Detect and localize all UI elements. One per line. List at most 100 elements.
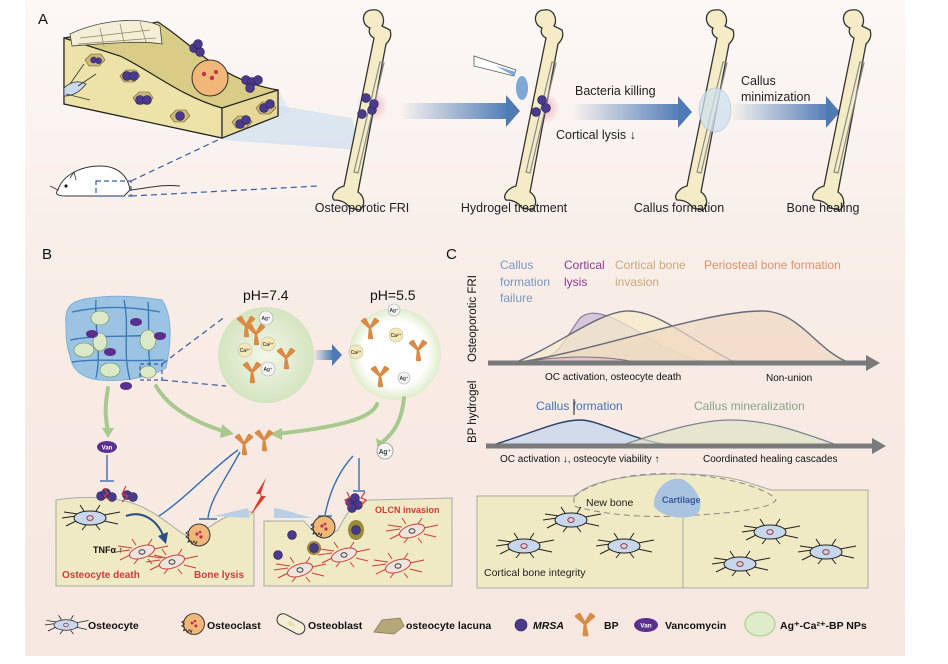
stage-label-hydrogel-treatment: Hydrogel treatment — [461, 201, 568, 215]
bone-tissue-block — [63, 20, 360, 150]
pipette-icon — [473, 55, 528, 100]
ion-ca-4: Ca²⁺ — [348, 344, 364, 360]
callus-minimization-line1: Callus — [741, 74, 776, 88]
ion-ca-1: Ca²⁺ — [237, 342, 253, 358]
cartilage-label: Cartilage — [662, 495, 701, 505]
legend-label-osteoclast: Osteoclast — [207, 620, 261, 632]
legend-item-bp: BP — [574, 612, 619, 637]
osteocyte-lacuna-icon — [373, 617, 405, 635]
phase-label-cortical-invasion-1: Cortical bone — [615, 258, 686, 272]
ion-ca-3: Ca²⁺ — [388, 327, 404, 343]
row2-curves — [489, 419, 841, 447]
legend-label-lacuna: osteocyte lacuna — [406, 620, 491, 632]
infected-tissue-right — [263, 491, 453, 587]
curve-periosteal-formation — [513, 310, 851, 364]
phase-label-periosteal-formation: Periosteal bone formation — [704, 258, 841, 272]
phase-label-callus-failure-2: formation — [500, 275, 550, 289]
panel-a-letter: A — [38, 11, 48, 28]
released-ag-ion: Ag⁺ — [376, 442, 394, 460]
progress-arrow-3-head — [826, 96, 840, 128]
row2-note-coordinated-healing: Coordinated healing cascades — [703, 454, 838, 465]
osteoblast-icon — [276, 613, 306, 635]
panel-c-letter: C — [446, 246, 457, 263]
svg-text:Ca²⁺: Ca²⁺ — [351, 350, 362, 356]
stage-label-callus-formation: Callus formation — [634, 201, 724, 215]
legend-item-osteoblast: Osteoblast — [276, 613, 363, 635]
svg-text:Ag⁺: Ag⁺ — [390, 308, 399, 314]
ion-ag-4: Ag⁺ — [397, 371, 411, 385]
row2-axis-label: BP hydrogel — [467, 381, 479, 443]
tnf-alpha-label: TNFα ↑ — [93, 545, 123, 555]
legend-label-nanoparticle: Ag⁺-Ca²⁺-BP NPs — [780, 620, 867, 632]
svg-text:Ca²⁺: Ca²⁺ — [240, 348, 251, 354]
progress-arrow-3 — [730, 104, 830, 120]
ph-transition-arrow — [313, 350, 333, 360]
callus-minimization-line2: minimization — [741, 90, 811, 104]
cortical-lysis-label: Cortical lysis ↓ — [556, 128, 636, 142]
ph-neutral-label: pH=7.4 — [243, 287, 289, 303]
phase-label-cortical-lysis-1: Cortical — [564, 258, 605, 272]
phase-label-callus-formation: Callus formation — [536, 399, 623, 413]
legend-label-osteoblast: Osteoblast — [308, 620, 363, 632]
nanoparticle-ph-7-4 — [218, 307, 314, 403]
osteocyte-death-label: Osteocyte death — [62, 570, 140, 581]
osteoclast-in-block — [191, 59, 229, 97]
inhibition-lines — [100, 449, 365, 527]
progress-arrow-2 — [572, 104, 682, 120]
progress-arrow-2-head — [678, 96, 692, 128]
olcn-invasion-label: OLCN invasion — [375, 505, 440, 515]
legend-item-nanoparticle: Ag⁺-Ca²⁺-BP NPs — [744, 611, 867, 637]
svg-text:Ca²⁺: Ca²⁺ — [263, 342, 274, 348]
curve-callus-mineralization — [619, 419, 841, 447]
fracture-gap — [214, 478, 314, 518]
ion-ca-2: Ca²⁺ — [260, 336, 276, 352]
ion-ag-2: Ag⁺ — [260, 361, 276, 377]
legend-item-vancomycin: Van Vancomycin — [634, 618, 726, 632]
legend-label-mrsa: MRSA — [533, 620, 564, 632]
svg-text:Van: Van — [640, 623, 652, 630]
legend-label-vancomycin: Vancomycin — [665, 620, 726, 632]
nanoparticle-ph-5-5 — [349, 308, 441, 400]
mouse-illustration — [49, 137, 319, 197]
bone-lysis-label: Bone lysis — [194, 570, 244, 581]
svg-text:Van: Van — [102, 446, 113, 452]
ph-transition-arrow-head — [332, 344, 342, 366]
bone-stage-2 — [504, 9, 564, 211]
svg-text:Ag⁺: Ag⁺ — [379, 449, 392, 456]
ion-ag-1: Ag⁺ — [258, 310, 274, 326]
legend: Osteocyte Osteoclast Osteoblast osteocyt… — [44, 611, 867, 637]
row1-axis-arrowhead — [866, 355, 880, 371]
legend-item-mrsa: MRSA — [514, 618, 564, 632]
lightning-icon — [250, 478, 266, 516]
mrsa-icon — [514, 618, 528, 632]
row2-axis-arrowhead — [872, 438, 886, 454]
legend-item-osteoclast: Osteoclast — [181, 613, 261, 635]
progress-arrow-1 — [400, 103, 510, 119]
row1-curves — [513, 310, 851, 364]
svg-text:Ag⁺: Ag⁺ — [400, 376, 409, 382]
phase-label-cortical-invasion-2: invasion — [615, 275, 659, 289]
bacteria-killing-label: Bacteria killing — [575, 84, 656, 98]
row1-note-oc-activation: OC activation, osteocyte death — [545, 372, 681, 383]
phase-label-callus-failure-3: failure — [500, 291, 533, 305]
bp-icon — [574, 612, 596, 637]
row1-note-nonunion: Non-union — [766, 373, 812, 384]
ph-acidic-label: pH=5.5 — [370, 287, 416, 303]
svg-text:Ag⁺: Ag⁺ — [262, 316, 271, 322]
panel-b-letter: B — [42, 246, 52, 263]
phase-label-cortical-lysis-2: lysis — [564, 275, 587, 289]
cortical-integrity-label: Cortical bone integrity — [484, 567, 586, 579]
new-bone-label: New bone — [586, 497, 633, 509]
legend-label-osteocyte: Osteocyte — [88, 620, 139, 632]
legend-item-lacuna: osteocyte lacuna — [373, 617, 491, 635]
bone-stage-1 — [332, 9, 392, 211]
nanoparticle-icon — [744, 611, 776, 637]
row1-axis-label: Osteoporotic FRI — [467, 275, 479, 362]
legend-label-bp: BP — [604, 620, 619, 632]
vancomycin-icon: Van — [634, 618, 658, 632]
legend-item-osteocyte: Osteocyte — [44, 614, 139, 635]
vancomycin-badge: Van — [97, 441, 117, 453]
stage-label-bone-healing: Bone healing — [787, 201, 860, 215]
released-bp — [234, 429, 274, 456]
